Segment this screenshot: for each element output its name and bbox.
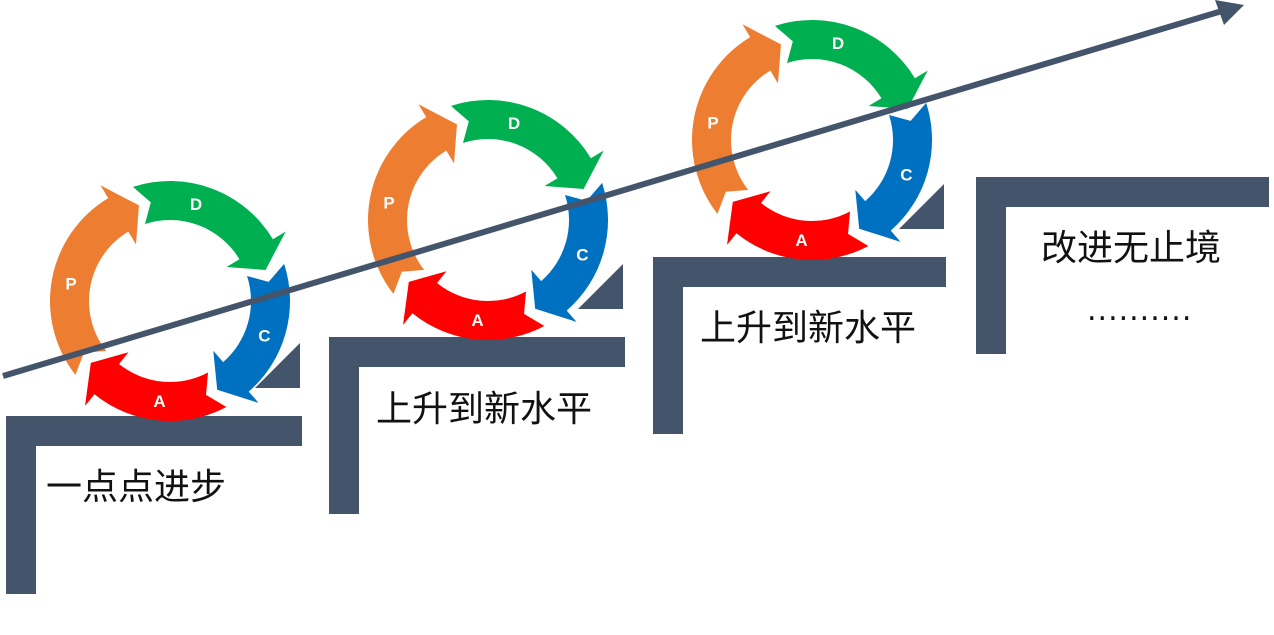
stair-wedge xyxy=(255,343,300,388)
pdca-segment-c xyxy=(855,102,933,242)
pdca-letter-p: P xyxy=(383,194,394,213)
step-4-ellipsis: .......... xyxy=(1087,293,1193,328)
pdca-cycle-3: P D C A xyxy=(692,19,933,261)
pdca-segment-a xyxy=(403,271,545,341)
stair-step-1 xyxy=(6,343,302,594)
stair-wedge xyxy=(578,264,623,309)
staircase xyxy=(6,177,1269,594)
trend-line xyxy=(2,8,1223,379)
pdca-letter-d: D xyxy=(832,34,844,53)
pdca-letter-d: D xyxy=(508,114,520,133)
pdca-letter-c: C xyxy=(576,245,588,264)
pdca-segment-a xyxy=(727,191,869,261)
stair-tread xyxy=(653,257,946,287)
step-2-label: 上升到新水平 xyxy=(376,389,593,430)
pdca-cycle-2: P D C A xyxy=(368,99,609,341)
pdca-letter-a: A xyxy=(471,311,483,330)
step-1-label: 一点点进步 xyxy=(46,467,227,508)
stair-tread xyxy=(329,337,625,367)
pdca-segment-d xyxy=(132,180,286,270)
pdca-letter-d: D xyxy=(190,195,202,214)
pdca-letter-a: A xyxy=(795,231,807,250)
stair-riser xyxy=(653,257,683,434)
pdca-segment-d xyxy=(774,19,928,109)
pdca-segment-p xyxy=(50,185,139,375)
pdca-letter-c: C xyxy=(258,326,270,345)
pdca-segment-d xyxy=(450,99,604,189)
stair-tread xyxy=(976,177,1269,207)
pdca-segment-p xyxy=(368,104,457,294)
pdca-letter-c: C xyxy=(900,165,912,184)
improvement-trend-arrow xyxy=(2,0,1244,379)
stair-step-2 xyxy=(329,264,625,514)
step-4-label: 改进无止境 xyxy=(1041,228,1222,269)
stair-wedge xyxy=(899,184,944,229)
trend-arrowhead-icon xyxy=(1215,0,1244,25)
stair-tread xyxy=(6,416,302,446)
stair-riser xyxy=(329,337,359,514)
pdca-letter-p: P xyxy=(65,275,76,294)
stair-step-3 xyxy=(653,184,946,434)
stair-riser xyxy=(976,177,1006,354)
pdca-segment-p xyxy=(692,24,781,214)
stair-step-4 xyxy=(976,177,1269,354)
pdca-segment-c xyxy=(531,182,609,322)
pdca-segment-a xyxy=(85,352,227,422)
pdca-letter-p: P xyxy=(707,114,718,133)
pdca-letter-a: A xyxy=(153,392,165,411)
step-3-label: 上升到新水平 xyxy=(700,308,917,349)
stair-riser xyxy=(6,416,36,594)
